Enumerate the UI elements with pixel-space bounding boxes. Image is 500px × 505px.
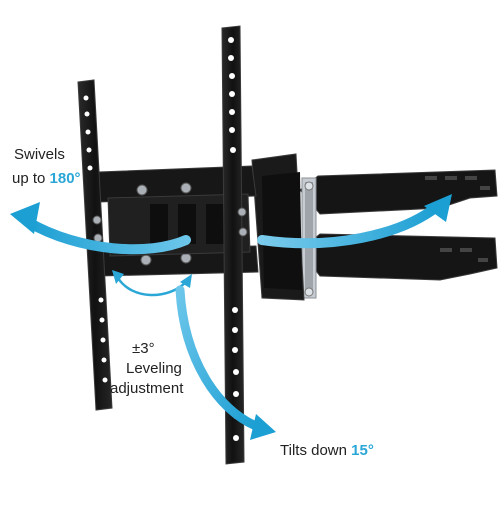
leveling-label-line2: adjustment — [110, 380, 184, 397]
tilt-degrees-value: 15° — [351, 442, 374, 459]
tilt-label-prefix: Tilts down — [280, 442, 352, 459]
leveling-degrees-value: ±3° — [132, 340, 155, 357]
swivel-arrowhead-left — [10, 202, 40, 234]
tilt-label: Tilts down 15° — [280, 442, 374, 460]
tilt-arrow — [175, 285, 261, 431]
swivel-arrow-right — [257, 201, 443, 249]
vertical-tv-arm-right — [221, 25, 248, 465]
swivel-degrees-value: 180° — [49, 170, 81, 187]
tilt-bracket-plate — [107, 193, 251, 257]
articulating-arm-lower — [299, 233, 498, 281]
swivel-arrow-left — [23, 217, 191, 255]
cross-rail-upper — [97, 165, 257, 203]
leveling-label-line1: Leveling — [126, 360, 182, 377]
leveling-arrowhead-left — [112, 270, 124, 284]
leveling-arrowhead-right — [180, 274, 192, 288]
articulating-arm-upper — [299, 169, 498, 215]
swivel-label-prefix: up to — [12, 170, 50, 187]
tilt-arrowhead — [250, 414, 276, 440]
swivel-label-line1: Swivels — [14, 146, 65, 163]
wall-plate-hinge — [301, 177, 317, 299]
carriage-block — [251, 153, 305, 301]
swivel-label-line2: up to 180° — [12, 170, 81, 188]
swivel-arrowhead-right — [424, 194, 452, 222]
